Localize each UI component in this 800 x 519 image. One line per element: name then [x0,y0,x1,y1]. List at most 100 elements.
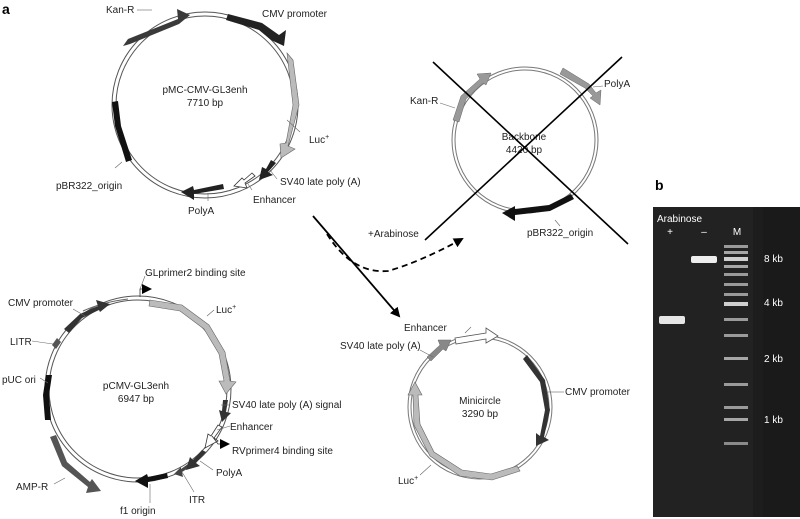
plasmid2-f1-feature [135,473,168,488]
plasmid2-rvprimer-arrow [211,435,230,449]
minicircle-enhancer-leader [464,326,472,334]
ladder-band [724,383,748,386]
minicircle-name: Minicircle [459,396,501,407]
plasmid2-litr-feature [52,338,61,349]
backbone-polya-feature [559,67,602,106]
plasmid1-enhancer-leader [247,183,253,191]
minicircle-luc-feature [407,381,521,481]
minicircle-plasmid: Enhancer SV40 late poly (A) CMV promoter… [340,323,631,487]
panel-label-a: a [2,1,10,17]
plasmid1-kanr-feature [123,9,190,46]
plasmid2-litr-leader [31,340,54,345]
minicircle-luc-leader [419,464,432,476]
plasmid2-size: 6947 bp [118,394,155,405]
plasmid1-luc-feature [279,52,300,159]
plasmid2-glprimer-leader [139,275,146,290]
minicircle-enhancer-label: Enhancer [404,323,447,334]
plasmid2-cmv-leader [72,308,86,317]
gel-band-minus [691,256,717,263]
backbone-kanr-leader [439,102,456,109]
ladder-band [724,418,748,421]
plasmid2-polya-label: PolyA [216,468,242,479]
plasmid2-ampr-label: AMP-R [16,482,48,493]
plasmid2-ampr-leader [53,477,66,485]
backbone-polya-leader [592,85,604,88]
minicircle-sv40-label: SV40 late poly (A) [340,341,421,352]
plasmid2-luc-feature [148,299,237,395]
plasmid1-luc-name: Luc [309,135,325,146]
plasmid2-cmv-label: CMV promoter [8,298,74,309]
backbone-name: Backbone [502,132,547,143]
plasmid1-kanr-label: Kan-R [106,5,134,16]
gel-marker-2kb: 2 kb [764,354,783,365]
plasmid1-sv40-label: SV40 late poly (A) [280,177,361,188]
ladder-band [724,357,748,360]
backbone-cross-line-1 [432,61,629,245]
gel-ladder [724,245,748,445]
ladder-band [724,406,748,409]
plasmid1-enhancer-label: Enhancer [253,195,296,206]
plasmid1-luc-label: Luc+ [309,134,329,146]
plasmid1-sv40-leader [269,169,278,180]
plasmid1-cmv-feature [226,14,286,46]
plasmid2-luc-superscript: + [232,304,236,311]
gel-lane-minus: – [701,227,707,238]
minicircle-sv40-leader [419,349,434,358]
backbone-pbr-leader [554,219,561,227]
plasmid2-puc-leader [39,377,49,384]
plasmid2-sv40-feature [219,400,231,422]
plasmid2-litr-label: LITR [10,337,32,348]
plasmid2-cmv-feature [64,300,110,333]
gel-marker-1kb: 1 kb [764,415,783,426]
ladder-band [724,442,748,445]
minicircle-cmv-label: CMV promoter [565,387,631,398]
plasmid2-luc-name: Luc [216,305,232,316]
ladder-band [724,257,748,261]
plasmid1-pbr-feature [112,101,132,162]
backbone-polya-label: PolyA [604,79,630,90]
gel-edge-shade [753,207,763,517]
plasmid2-polya-feature [186,450,206,470]
gel-title: Arabinose [657,214,702,225]
plasmid2-luc-label: Luc+ [216,304,236,316]
gel-marker-4kb: 4 kb [764,298,783,309]
ladder-band [724,302,748,306]
plasmid2-puc-label: pUC ori [2,375,36,386]
plasmid2-enhancer-leader [216,425,231,431]
ladder-band [724,293,748,296]
ladder-band [724,251,748,254]
plasmid-pcmv-gl3enh: GLprimer2 binding site Luc+ CMV promoter… [2,268,342,517]
backbone-cross-line-2 [424,56,623,241]
minicircle-sv40-feature [426,339,452,362]
plasmid1-enhancer-feature [233,172,256,189]
plasmid1-size: 7710 bp [187,98,224,109]
plasmid1-name: pMC-CMV-GL3enh [162,85,247,96]
plasmid2-puc-feature [43,375,52,420]
ladder-band [724,283,748,286]
ladder-band [724,245,748,248]
plasmid2-ampr-feature [50,435,101,493]
plasmid2-name: pCMV-GL3enh [103,381,169,392]
ladder-band [724,273,748,276]
plasmid2-itr-leader [181,471,195,493]
plasmid2-itr-feature [174,464,190,477]
arrow-to-minicircle [312,215,401,318]
ladder-band [724,265,748,268]
minicircle-luc-label: Luc+ [398,475,418,487]
gel-marker-8kb: 8 kb [764,254,783,265]
plasmid1-polya-feature [181,184,224,200]
minicircle-luc-name: Luc [398,476,414,487]
gel-band-plus [659,316,685,324]
minicircle-cmv-feature [523,355,550,446]
gel-image: Arabinose + – M 8 kb 4 kb 2 kb 1 kb [653,207,800,517]
plasmid2-enhancer-feature [204,424,223,449]
plasmid1-polya-label: PolyA [188,206,214,217]
plasmid2-enhancer-label: Enhancer [230,422,273,433]
ladder-band [724,318,748,321]
plasmid1-pbr-leader [114,161,123,169]
plasmid1-luc-leader [286,119,301,133]
minicircle-luc-superscript: + [414,475,418,482]
panel-label-b: b [655,177,664,193]
minicircle-size: 3290 bp [462,409,499,420]
minicircle-enhancer-feature [454,327,499,345]
